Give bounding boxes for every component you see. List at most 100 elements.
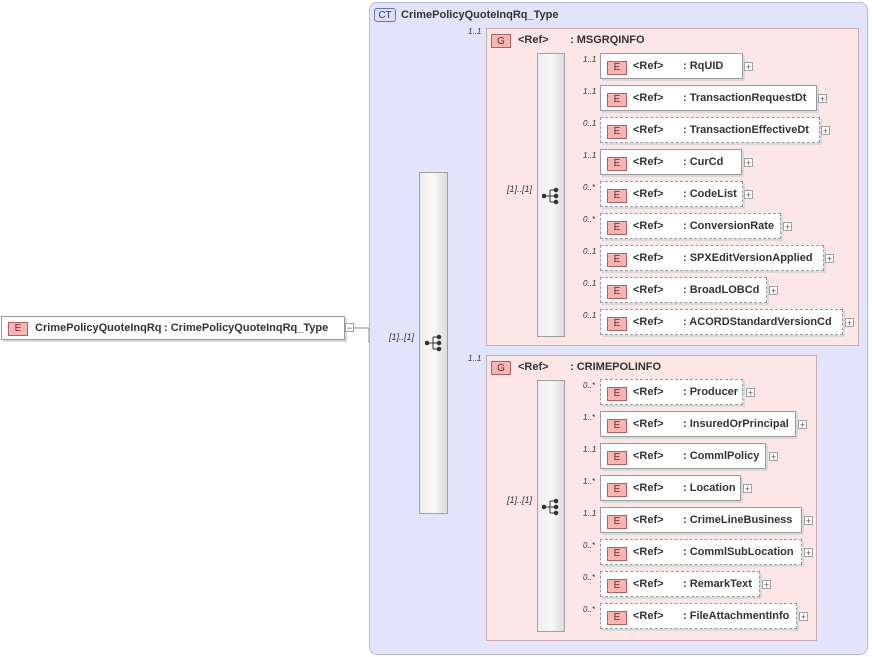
element-commlpolicy[interactable]: E <Ref> : CommlPolicy bbox=[600, 443, 766, 469]
element-name: : InsuredOrPrincipal bbox=[683, 418, 789, 430]
element-tag: E bbox=[607, 221, 627, 235]
sequence-icon bbox=[424, 334, 443, 352]
expand-icon[interactable]: + bbox=[744, 158, 753, 168]
expand-icon[interactable]: + bbox=[783, 222, 792, 232]
element-name: : CommlPolicy bbox=[683, 450, 760, 462]
expand-icon[interactable]: + bbox=[845, 318, 854, 328]
element-broadlobcd[interactable]: E <Ref> : BroadLOBCd bbox=[600, 277, 767, 303]
element-name: : ConversionRate bbox=[683, 220, 775, 232]
group-name: : CRIMEPOLINFO bbox=[570, 361, 662, 373]
element-tag: E bbox=[607, 515, 627, 529]
expand-icon[interactable]: + bbox=[799, 612, 808, 622]
element-tag: E bbox=[607, 547, 627, 561]
element-ref: <Ref> bbox=[633, 316, 664, 328]
collapse-icon[interactable]: − bbox=[345, 323, 354, 333]
element-name: : ACORDStandardVersionCd bbox=[683, 316, 832, 328]
element-tag: E bbox=[607, 157, 627, 171]
element-tag: E bbox=[607, 125, 627, 139]
group-sequence-cardinality: [1]..[1] bbox=[507, 184, 533, 194]
element-ref: <Ref> bbox=[633, 386, 664, 398]
group-ref: <Ref> bbox=[518, 361, 549, 373]
element-name: : SPXEditVersionApplied bbox=[683, 252, 813, 264]
expand-icon[interactable]: + bbox=[798, 420, 807, 430]
group-tag: G bbox=[491, 361, 511, 375]
expand-icon[interactable]: + bbox=[746, 388, 755, 398]
element-ref: <Ref> bbox=[633, 418, 664, 430]
expand-icon[interactable]: + bbox=[769, 452, 778, 462]
element-ref: <Ref> bbox=[633, 220, 664, 232]
expand-icon[interactable]: + bbox=[818, 94, 827, 104]
group-tag: G bbox=[491, 34, 511, 48]
group-cardinality: 1..1 bbox=[468, 354, 482, 363]
element-tag: E bbox=[607, 317, 627, 331]
expand-icon[interactable]: + bbox=[743, 484, 752, 494]
element-cardinality: 0..1 bbox=[583, 279, 597, 288]
element-crimelinebusiness[interactable]: E <Ref> : CrimeLineBusiness bbox=[600, 507, 802, 533]
element-curcd[interactable]: E <Ref> : CurCd bbox=[600, 149, 742, 175]
element-cardinality: 0..* bbox=[583, 215, 596, 224]
element-codelist[interactable]: E <Ref> : CodeList bbox=[600, 181, 743, 207]
element-transactioneffectivedt[interactable]: E <Ref> : TransactionEffectiveDt bbox=[600, 117, 820, 143]
root-element[interactable]: E CrimePolicyQuoteInqRq : CrimePolicyQuo… bbox=[1, 316, 345, 340]
element-location[interactable]: E <Ref> : Location bbox=[600, 475, 741, 501]
element-tag: E bbox=[607, 611, 627, 625]
element-name: : FileAttachmentInfo bbox=[683, 610, 790, 622]
element-name: : Producer bbox=[683, 386, 739, 398]
expand-icon[interactable]: + bbox=[744, 62, 753, 72]
element-name: : CurCd bbox=[683, 156, 724, 168]
group-sequence-compositor[interactable] bbox=[537, 380, 565, 632]
element-tag: E bbox=[8, 322, 28, 336]
element-cardinality: 1..1 bbox=[583, 509, 597, 518]
element-acordstandardversioncd[interactable]: E <Ref> : ACORDStandardVersionCd bbox=[600, 309, 843, 335]
group-name: : MSGRQINFO bbox=[570, 34, 645, 46]
element-ref: <Ref> bbox=[633, 60, 664, 72]
element-tag: E bbox=[607, 189, 627, 203]
element-ref: <Ref> bbox=[633, 514, 664, 526]
expand-icon[interactable]: + bbox=[821, 126, 830, 136]
element-commlsublocation[interactable]: E <Ref> : CommlSubLocation bbox=[600, 539, 802, 565]
expand-icon[interactable]: + bbox=[769, 286, 778, 296]
element-tag: E bbox=[607, 285, 627, 299]
element-ref: <Ref> bbox=[633, 482, 664, 494]
element-name: : Location bbox=[683, 482, 736, 494]
element-tag: E bbox=[607, 419, 627, 433]
group-cardinality: 1..1 bbox=[468, 27, 482, 36]
element-remarktext[interactable]: E <Ref> : RemarkText bbox=[600, 571, 760, 597]
expand-icon[interactable]: + bbox=[804, 516, 813, 526]
element-name: : CommlSubLocation bbox=[683, 546, 794, 558]
group-sequence-compositor[interactable] bbox=[537, 53, 565, 337]
expand-icon[interactable]: + bbox=[804, 548, 813, 558]
element-transactionrequestdt[interactable]: E <Ref> : TransactionRequestDt bbox=[600, 85, 817, 111]
expand-icon[interactable]: + bbox=[825, 254, 834, 264]
element-ref: <Ref> bbox=[633, 188, 664, 200]
element-fileattachmentinfo[interactable]: E <Ref> : FileAttachmentInfo bbox=[600, 603, 797, 629]
element-ref: <Ref> bbox=[633, 252, 664, 264]
element-tag: E bbox=[607, 93, 627, 107]
complex-type-title: CrimePolicyQuoteInqRq_Type bbox=[401, 9, 559, 21]
element-ref: <Ref> bbox=[633, 578, 664, 590]
element-conversionrate[interactable]: E <Ref> : ConversionRate bbox=[600, 213, 781, 239]
element-tag: E bbox=[607, 451, 627, 465]
element-cardinality: 0..1 bbox=[583, 247, 597, 256]
element-name: : TransactionEffectiveDt bbox=[683, 124, 809, 136]
element-insuredorprincipal[interactable]: E <Ref> : InsuredOrPrincipal bbox=[600, 411, 796, 437]
element-ref: <Ref> bbox=[633, 450, 664, 462]
element-spxeditversionapplied[interactable]: E <Ref> : SPXEditVersionApplied bbox=[600, 245, 824, 271]
element-tag: E bbox=[607, 387, 627, 401]
element-cardinality: 0..* bbox=[583, 183, 596, 192]
element-tag: E bbox=[607, 579, 627, 593]
element-name: : BroadLOBCd bbox=[683, 284, 760, 296]
element-name: : TransactionRequestDt bbox=[683, 92, 807, 104]
element-cardinality: 0..* bbox=[583, 573, 596, 582]
outer-sequence-cardinality: [1]..[1] bbox=[389, 332, 415, 342]
element-name: : RemarkText bbox=[683, 578, 752, 590]
element-cardinality: 0..1 bbox=[583, 119, 597, 128]
root-element-name: CrimePolicyQuoteInqRq bbox=[35, 322, 162, 334]
element-cardinality: 0..* bbox=[583, 541, 596, 550]
expand-icon[interactable]: + bbox=[744, 190, 753, 200]
element-producer[interactable]: E <Ref> : Producer bbox=[600, 379, 743, 405]
element-rquid[interactable]: E <Ref> : RqUID bbox=[600, 53, 743, 79]
element-ref: <Ref> bbox=[633, 92, 664, 104]
expand-icon[interactable]: + bbox=[762, 580, 771, 590]
element-ref: <Ref> bbox=[633, 610, 664, 622]
